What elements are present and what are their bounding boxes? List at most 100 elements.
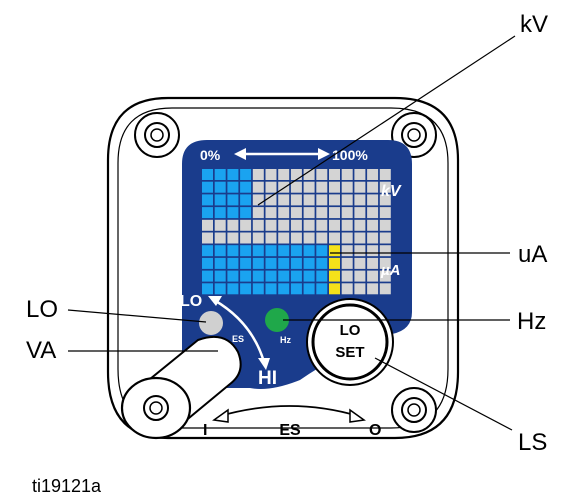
kv-callout: kV [520,11,548,38]
ls-leader-line [374,357,513,431]
led-cell [265,194,277,206]
led-cell [202,257,213,269]
led-cell [240,270,252,282]
led-cell [227,257,239,269]
led-cell [316,270,328,282]
led-cell [341,194,353,206]
led-cell [379,207,391,219]
knob-line2: SET [335,344,364,361]
led-cell [227,219,239,231]
led-cell [341,232,353,244]
led-cell [265,219,277,231]
led-cell [341,181,353,193]
led-cell [341,169,353,180]
led-cell [202,169,213,180]
led-cell [316,232,328,244]
hz-led-label: Hz [280,335,291,345]
led-cell [214,270,226,282]
led-cell [329,270,340,282]
lo-arrowhead-icon [208,296,222,306]
led-cell [329,181,340,193]
led-cell [252,194,264,206]
led-cell [367,219,379,231]
led-cell [354,257,366,269]
led-cell [354,270,366,282]
led-cell [316,257,328,269]
led-cell [202,232,213,244]
switch-arc-left-arrow-icon [212,408,229,423]
led-cell [214,194,226,206]
led-cell [252,219,264,231]
led-cell [329,283,340,295]
hi-switch-label: HI [258,368,277,389]
switch-i-label: I [203,422,207,439]
led-cell [252,232,264,244]
lo-set-knob[interactable]: LO SET [306,298,394,386]
led-cell [202,194,213,206]
led-cell [367,207,379,219]
led-cell [202,245,213,257]
led-cell [252,257,264,269]
led-cell [303,283,315,295]
led-cell [265,257,277,269]
led-cell [329,257,340,269]
led-cell [252,181,264,193]
led-cell [202,219,213,231]
led-cell [367,194,379,206]
led-cell [341,219,353,231]
lo-leader-line [67,309,207,323]
led-cell [240,283,252,295]
led-cell [265,181,277,193]
led-cell [316,207,328,219]
led-cell [367,257,379,269]
led-cell [214,219,226,231]
led-cell [278,181,290,193]
led-cell [316,219,328,231]
led-cell [227,283,239,295]
scale-arrow-icon [234,148,330,160]
led-cell [379,194,391,206]
led-cell [278,232,290,244]
led-cell [316,245,328,257]
led-cell [214,257,226,269]
knob-line1: LO [340,322,361,339]
led-cell [278,257,290,269]
es-small-label: ES [232,334,244,344]
led-cell [227,169,239,180]
led-cell [240,245,252,257]
va-callout: VA [26,337,56,364]
led-cell [354,219,366,231]
led-cell [278,219,290,231]
figure-id: ti19121a [32,476,102,496]
led-cell [240,207,252,219]
led-cell [367,232,379,244]
led-cell [290,169,302,180]
led-cell [303,232,315,244]
kv-leader-line [257,35,516,206]
led-cell [354,194,366,206]
led-cell [354,232,366,244]
led-cell [214,181,226,193]
led-cell [290,194,302,206]
led-cell [265,283,277,295]
lo-hi-arrow-icon [213,298,266,363]
led-cell [303,194,315,206]
led-cell [214,232,226,244]
led-cell [379,232,391,244]
led-cell [316,283,328,295]
led-cell [290,207,302,219]
led-cell [227,270,239,282]
led-cell [290,219,302,231]
lo-switch-label: LO [180,293,202,310]
es-lever-handle[interactable] [120,336,242,440]
hz-indicator-led [265,308,289,332]
led-cell [278,270,290,282]
hz-callout: Hz [517,308,546,335]
led-cell [265,232,277,244]
led-bar-graph [202,169,391,295]
led-cell [278,245,290,257]
led-cell [278,194,290,206]
led-cell [303,219,315,231]
led-cell [379,283,391,295]
led-cell [329,194,340,206]
